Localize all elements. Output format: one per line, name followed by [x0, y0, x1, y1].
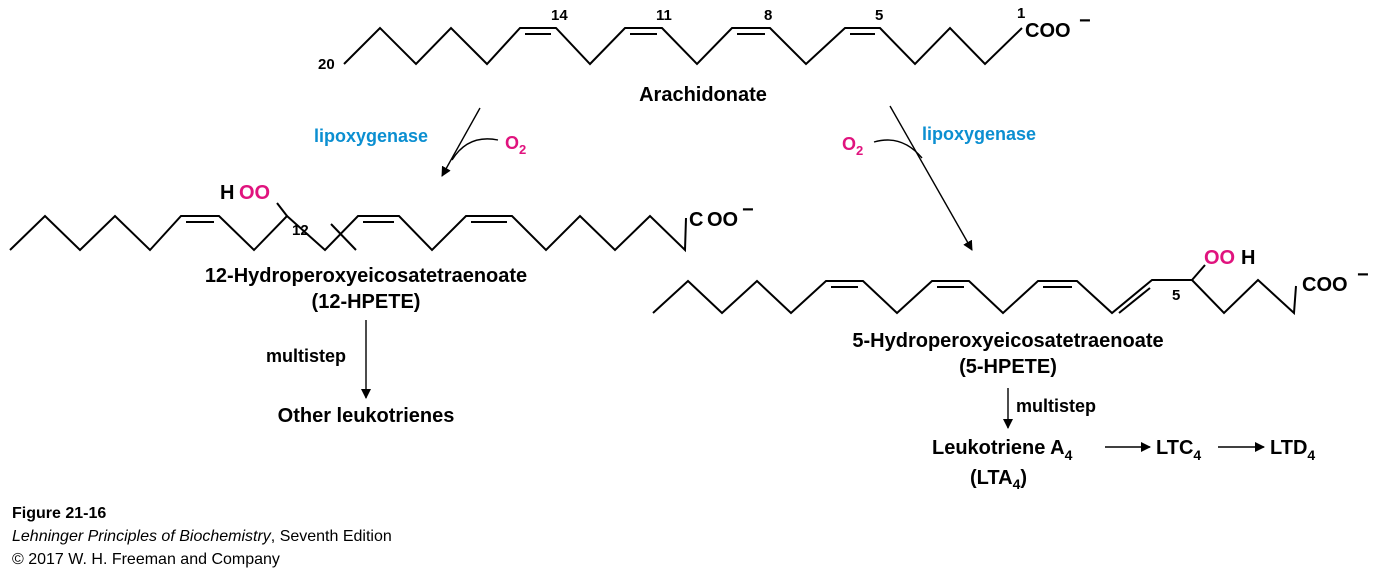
- leukotriene-a4: Leukotriene A4: [932, 437, 1073, 463]
- book-title-line: Lehninger Principles of Biochemistry, Se…: [12, 525, 392, 548]
- left-reaction-arrow: [441, 107, 481, 177]
- left-oxygen-curve: [451, 138, 499, 161]
- hpete-12-carboxylate-c: C: [689, 209, 703, 231]
- hpete-5-structure: OO H 5 COO − 5-Hydroperoxyeicosatetraeno…: [652, 247, 1369, 378]
- figure-number: Figure 21-16: [12, 505, 107, 522]
- other-leukotrienes: Other leukotrienes: [278, 405, 455, 427]
- ltc4: LTC4: [1156, 437, 1201, 463]
- carbon-number-11: 11: [656, 7, 672, 24]
- right-lipoxygenase-arrow: lipoxygenase O2: [842, 105, 1036, 251]
- arachidonate-charge: −: [1079, 10, 1091, 32]
- right-oxygen-curve: [873, 139, 923, 159]
- hpete-12-chain: [9, 214, 687, 253]
- right-reaction-arrow: [889, 105, 973, 251]
- left-oxygen-label: O2: [505, 133, 526, 157]
- hpete-5-position: 5: [1172, 287, 1180, 304]
- right-multistep-arrow: multistep: [1003, 388, 1096, 429]
- hpete-5-charge: −: [1357, 264, 1369, 286]
- hpete-12-name: 12-Hydroperoxyeicosatetraenoate: [205, 265, 527, 287]
- arachidonate-structure: 20 14 11 8 5 1 COO − Arachidonate: [318, 5, 1091, 106]
- lta4-abbr: (LTA4): [970, 467, 1027, 492]
- hpete-5-ooh-bond: [1191, 264, 1206, 281]
- right-multistep-label: multistep: [1016, 396, 1096, 416]
- carbon-number-14: 14: [551, 7, 568, 24]
- hpete-5-chain: [652, 278, 1297, 316]
- hpete-12-hydroperoxy-oo: OO: [239, 182, 270, 204]
- hpete-12-double-bond-trans: [330, 223, 357, 251]
- arachidonate-chain: [343, 26, 1023, 66]
- hpete-5-carboxylate: COO: [1302, 274, 1348, 296]
- arachidonate-carboxylate: COO: [1025, 20, 1071, 42]
- ltd4: LTD4: [1270, 437, 1315, 463]
- hpete-12-charge: −: [742, 199, 754, 221]
- left-multistep-label: multistep: [266, 346, 346, 366]
- left-multistep-arrow: multistep Other leukotrienes: [266, 320, 454, 427]
- hpete-5-hydroperoxy-oo: OO: [1204, 247, 1235, 269]
- arachidonate-name: Arachidonate: [639, 84, 767, 106]
- book-title: Lehninger Principles of Biochemistry: [12, 528, 271, 545]
- hpete-12-oo-bond: [276, 202, 288, 217]
- copyright-line: © 2017 W. H. Freeman and Company: [12, 551, 280, 568]
- right-enzyme-label: lipoxygenase: [922, 124, 1036, 144]
- carbon-number-5: 5: [875, 7, 883, 24]
- hpete-5-double-bond-trans: [1118, 287, 1151, 314]
- hpete-12-carboxylate-oo: OO: [707, 209, 738, 231]
- hpete-12-hydroperoxy-h: H: [220, 182, 234, 204]
- book-edition: , Seventh Edition: [270, 528, 392, 545]
- carbon-number-1: 1: [1017, 5, 1025, 22]
- hpete-12-abbr: (12-HPETE): [312, 291, 421, 313]
- left-lipoxygenase-arrow: lipoxygenase O2: [314, 107, 526, 177]
- hpete-5-hydroperoxy-h: H: [1241, 247, 1255, 269]
- hpete-5-name: 5-Hydroperoxyeicosatetraenoate: [852, 330, 1163, 352]
- leukotriene-series: Leukotriene A4 (LTA4) LTC4 LTD4: [932, 437, 1315, 492]
- hpete-5-abbr: (5-HPETE): [959, 356, 1057, 378]
- carbon-number-20: 20: [318, 56, 335, 73]
- left-enzyme-label: lipoxygenase: [314, 126, 428, 146]
- hpete-12-structure: H OO 12 C OO − 12-Hydroperoxyeicosatetra…: [9, 182, 754, 313]
- hpete-12-position: 12: [292, 222, 309, 239]
- right-oxygen-label: O2: [842, 134, 863, 158]
- carbon-number-8: 8: [764, 7, 772, 24]
